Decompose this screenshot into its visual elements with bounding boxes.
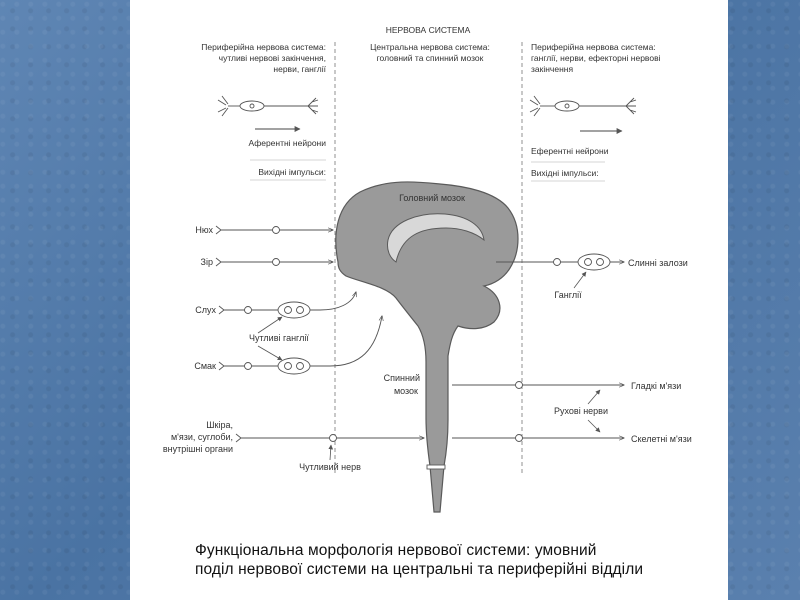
hearing-nerve [224, 292, 356, 311]
skin-label-line3: внутрішні органи [163, 444, 233, 454]
skin-label-line1: Шкіра, [206, 420, 233, 430]
spinal-band [426, 464, 446, 470]
smell-label: Нюх [195, 225, 213, 235]
left-header-line1: Периферійна нервова система: [201, 42, 326, 52]
center-header-line1: Центральна нервова система: [370, 42, 490, 52]
brain-shape [335, 181, 519, 513]
vision-label: Зір [201, 257, 213, 267]
afferent-label: Аферентні нейрони [248, 138, 326, 148]
hearing-label: Слух [195, 305, 216, 315]
autonomic-ganglion [577, 253, 611, 271]
motor-nerves-label: Рухові нерви [554, 406, 608, 416]
taste-label: Смак [194, 361, 216, 371]
right-header-line1: Периферійна нервова система: [531, 42, 656, 52]
corpus-callosum [387, 213, 485, 263]
afferent-neuron-icon [217, 95, 319, 117]
caption-line1: Функціональна морфологія нервової систем… [195, 542, 597, 559]
left-header-line3: нерви, ганглії [273, 64, 326, 74]
caption-line2: поділ нервової системи на центральні та … [195, 561, 644, 578]
right-header-line3: закінчення [531, 64, 573, 74]
efferent-label: Еферентні нейрони [531, 146, 609, 156]
salivary-glands-label: Слинні залози [628, 258, 688, 268]
taste-nerve [224, 316, 382, 367]
sensory-ganglia-label: Чутливі ганглії [249, 333, 309, 343]
center-header-line2: головний та спинний мозок [377, 53, 484, 63]
right-header-line2: ганглії, нерви, ефекторні нервові [531, 53, 661, 63]
ganglia-label: Ганглії [554, 290, 582, 300]
taste-ganglion [277, 357, 311, 375]
input-impulses-right: Вихідні імпульси: [531, 168, 599, 178]
smell-neuron [272, 226, 280, 234]
smooth-muscles-label: Гладкі м'язи [631, 381, 681, 391]
skeletal-muscles-label: Скелетні м'язи [631, 434, 692, 444]
hearing-ganglion [277, 301, 311, 319]
skin-label-line2: м'язи, суглоби, [171, 432, 233, 442]
vision-neuron [272, 258, 280, 266]
efferent-neuron-icon [529, 95, 637, 117]
spinal-label-line2: мозок [394, 386, 418, 396]
brain-label: Головний мозок [399, 193, 465, 203]
sensory-nerve-label: Чутливий нерв [299, 462, 361, 472]
input-impulses-left: Вихідні імпульси: [258, 167, 326, 177]
spinal-label-line1: Спинний [384, 373, 420, 383]
diagram-title: НЕРВОВА СИСТЕМА [386, 25, 471, 35]
left-header-line2: чутливі нервові закінчення, [219, 53, 326, 63]
